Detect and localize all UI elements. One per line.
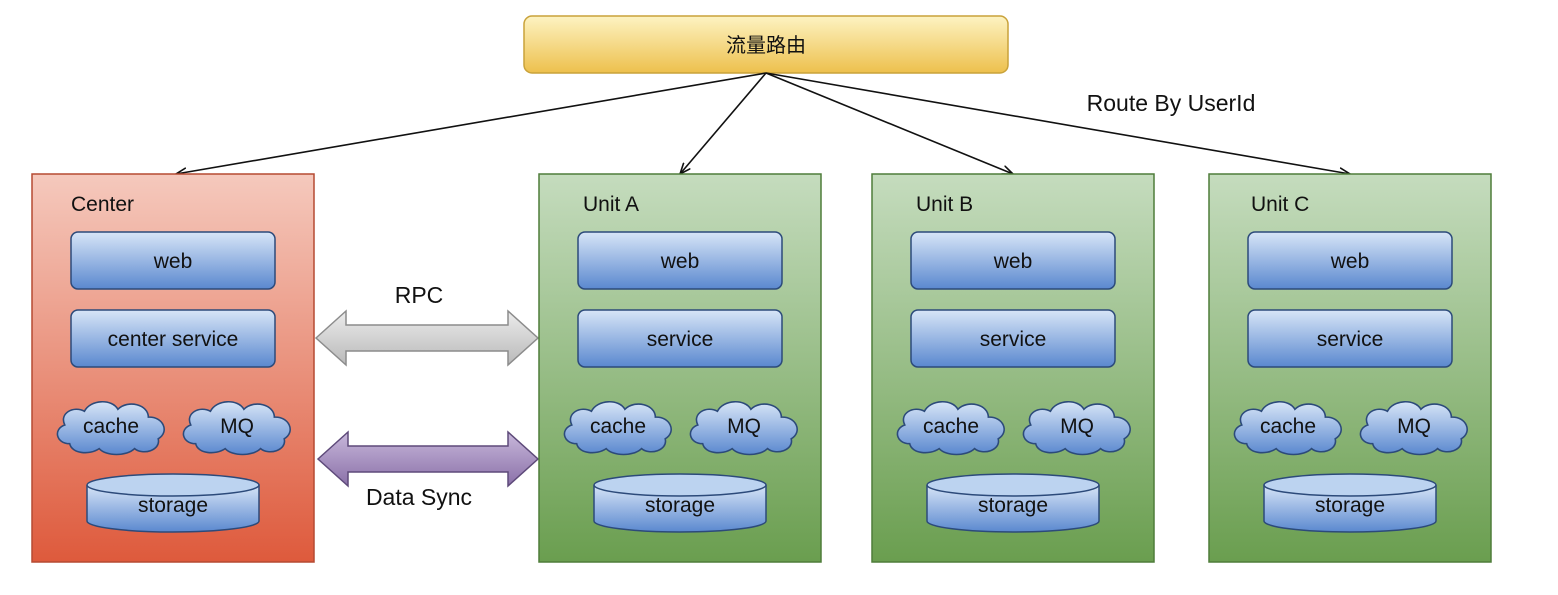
route-to-center — [176, 72, 767, 174]
unit-b-web-label: web — [993, 250, 1033, 273]
unit-a-service-label: service — [647, 328, 714, 351]
center-storage-cylinder[interactable]: storage — [86, 473, 260, 533]
center-title: Center — [71, 193, 134, 216]
unit-c-web-label: web — [1330, 250, 1370, 273]
unit-a-mq-cloud[interactable]: MQ — [689, 400, 798, 456]
center-service-box[interactable]: center service — [70, 309, 276, 368]
unit-b-mq-cloud[interactable]: MQ — [1022, 400, 1131, 456]
data-sync-arrow — [316, 430, 540, 488]
unit-b-cache-label: cache — [923, 415, 979, 438]
unit-b-web-box[interactable]: web — [910, 231, 1116, 290]
unit-a-mq-label: MQ — [727, 415, 761, 438]
unit-a-service-box[interactable]: service — [577, 309, 783, 368]
unit-c-web-box[interactable]: web — [1247, 231, 1453, 290]
unit-c-storage-cylinder[interactable]: storage — [1263, 473, 1437, 533]
unit-b-storage-label: storage — [978, 494, 1048, 517]
unit-c-panel: Unit C web service cache MQ storage — [1208, 173, 1492, 563]
unit-b-cache-cloud[interactable]: cache — [896, 400, 1005, 456]
unit-c-service-box[interactable]: service — [1247, 309, 1453, 368]
unit-b-service-box[interactable]: service — [910, 309, 1116, 368]
unit-b-service-label: service — [980, 328, 1047, 351]
unit-c-mq-cloud[interactable]: MQ — [1359, 400, 1468, 456]
unit-a-storage-cylinder[interactable]: storage — [593, 473, 767, 533]
unit-a-panel: Unit A web service cache MQ storage — [538, 173, 822, 563]
unit-c-cache-label: cache — [1260, 415, 1316, 438]
unit-a-web-label: web — [660, 250, 700, 273]
unit-b-title: Unit B — [916, 193, 973, 216]
unit-b-mq-label: MQ — [1060, 415, 1094, 438]
rpc-label: RPC — [395, 282, 444, 308]
unit-b-storage-cylinder[interactable]: storage — [926, 473, 1100, 533]
center-cache-label: cache — [83, 415, 139, 438]
unit-c-title: Unit C — [1251, 193, 1309, 216]
unit-a-cache-label: cache — [590, 415, 646, 438]
center-mq-cloud[interactable]: MQ — [182, 400, 291, 456]
center-web-label: web — [153, 250, 193, 273]
route-to-unit-a — [680, 72, 767, 174]
unit-a-cache-cloud[interactable]: cache — [563, 400, 672, 456]
traffic-router[interactable]: 流量路由 — [523, 15, 1009, 74]
route-to-unit-b — [765, 72, 1013, 174]
unit-b-panel: Unit B web service cache MQ storage — [871, 173, 1155, 563]
unit-a-title: Unit A — [583, 193, 639, 216]
unit-a-web-box[interactable]: web — [577, 231, 783, 290]
center-mq-label: MQ — [220, 415, 254, 438]
center-cache-cloud[interactable]: cache — [56, 400, 165, 456]
data-sync-label: Data Sync — [366, 484, 472, 510]
route-connectors — [176, 72, 1350, 174]
center-panel: Center web center service cache MQ stora… — [31, 173, 315, 563]
center-storage-label: storage — [138, 494, 208, 517]
unit-c-storage-label: storage — [1315, 494, 1385, 517]
route-to-unit-c — [765, 72, 1350, 174]
rpc-arrow — [314, 309, 540, 367]
unit-c-service-label: service — [1317, 328, 1384, 351]
route-by-label: Route By UserId — [1087, 90, 1256, 116]
traffic-router-label: 流量路由 — [726, 33, 806, 57]
center-service-label: center service — [108, 328, 239, 351]
center-web-box[interactable]: web — [70, 231, 276, 290]
unit-a-storage-label: storage — [645, 494, 715, 517]
unit-c-cache-cloud[interactable]: cache — [1233, 400, 1342, 456]
unit-c-mq-label: MQ — [1397, 415, 1431, 438]
